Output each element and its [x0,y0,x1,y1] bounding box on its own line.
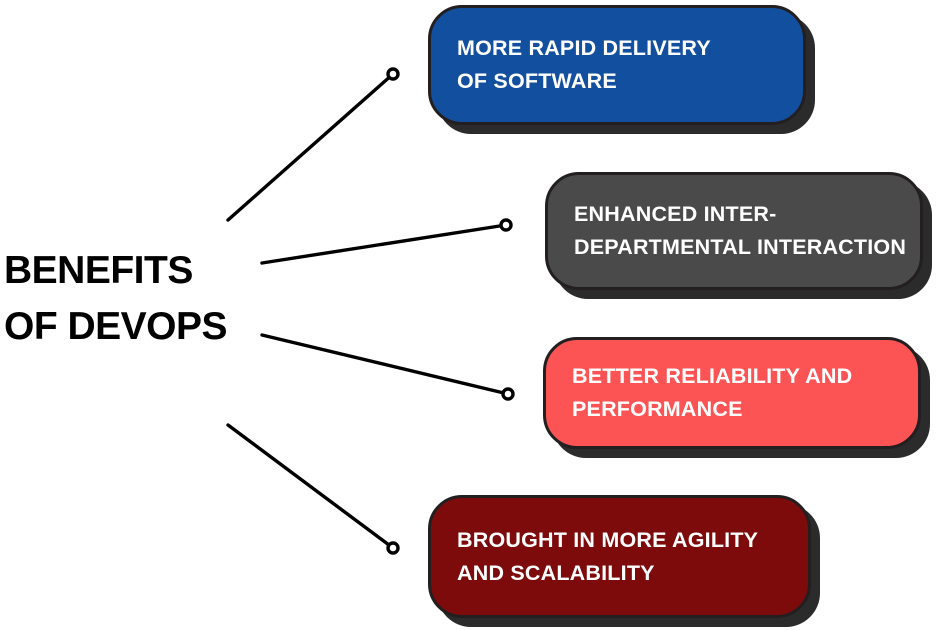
benefit-label: BETTER RELIABILITY AND PERFORMANCE [572,364,853,421]
benefit-box-enhanced-inter-departmental-interaction[interactable]: ENHANCED INTER- DEPARTMENTAL INTERACTION [545,172,923,290]
connector-endpoint-more-rapid-delivery [386,67,400,81]
connector-line-better-reliability-and-performance [260,333,510,396]
benefit-box-more-rapid-delivery[interactable]: MORE RAPID DELIVERY OF SOFTWARE [428,5,806,125]
connector-endpoint-enhanced-inter-departmental-interaction [499,218,513,232]
connector-line-enhanced-inter-departmental-interaction [260,223,508,265]
connector-endpoint-better-reliability-and-performance [501,387,515,401]
benefit-box-brought-in-more-agility-and-scalability[interactable]: BROUGHT IN MORE AGILITY AND SCALABILITY [428,495,811,618]
benefit-label: ENHANCED INTER- DEPARTMENTAL INTERACTION [574,202,907,259]
connector-endpoint-brought-in-more-agility-and-scalability [386,541,400,555]
connector-line-more-rapid-delivery [226,72,395,222]
benefit-box-better-reliability-and-performance[interactable]: BETTER RELIABILITY AND PERFORMANCE [543,337,921,449]
title-line-1: BENEFITS [4,249,193,292]
benefit-label: BROUGHT IN MORE AGILITY AND SCALABILITY [457,527,759,585]
benefit-label: MORE RAPID DELIVERY OF SOFTWARE [457,36,711,93]
page-title: BENEFITS OF DEVOPS [4,243,264,355]
title-line-2: OF DEVOPS [4,305,228,348]
connector-line-brought-in-more-agility-and-scalability [226,423,395,550]
